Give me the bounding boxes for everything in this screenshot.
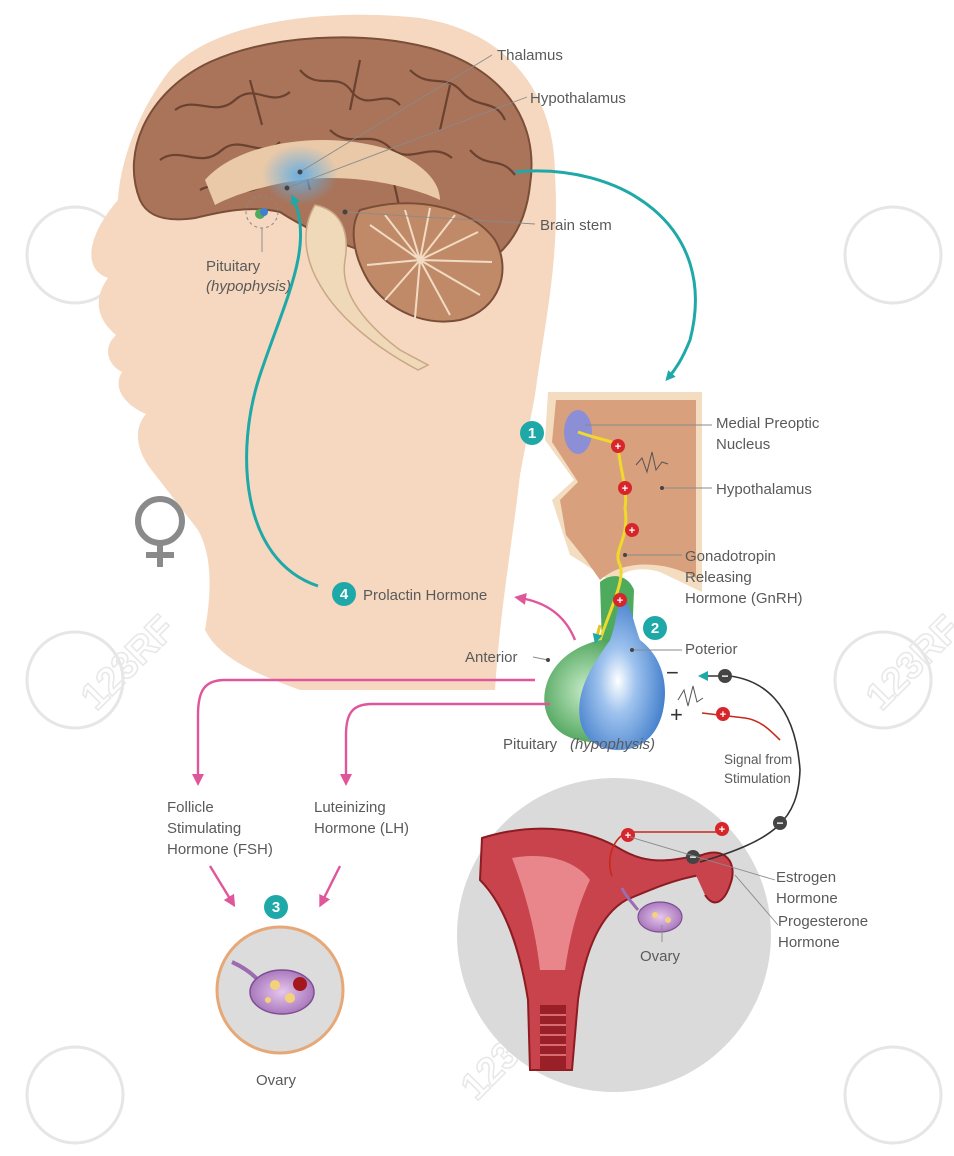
fsh-label-3: Hormone (FSH): [167, 841, 273, 858]
svg-text:−: −: [689, 850, 696, 864]
svg-text:−: −: [721, 669, 728, 683]
signal-label-2: Stimulation: [724, 771, 791, 786]
female-symbol-icon: [138, 499, 182, 567]
signal-label-1: Signal from: [724, 752, 792, 767]
medial-preoptic-label-2: Nucleus: [716, 436, 770, 453]
svg-text:4: 4: [340, 586, 349, 603]
fsh-label-2: Stimulating: [167, 820, 241, 837]
step-badge-3: 3: [264, 895, 288, 919]
svg-text:+: +: [625, 830, 631, 842]
hypothalamus-dot: [285, 186, 290, 191]
progesterone-label-2: Hormone: [778, 934, 840, 951]
minus-sign: −: [666, 660, 679, 685]
estrogen-label-1: Estrogen: [776, 869, 836, 886]
fsh-label-1: Follicle: [167, 799, 214, 816]
prolactin-arrow: [520, 598, 575, 640]
thalamus-label: Thalamus: [497, 47, 563, 64]
brain-stem-dot: [343, 210, 348, 215]
svg-text:+: +: [622, 483, 628, 495]
ovary-left-label: Ovary: [256, 1072, 297, 1089]
svg-text:+: +: [615, 441, 621, 453]
watermark-stamp: [845, 1047, 941, 1143]
gnrh-label-2: Releasing: [685, 569, 752, 586]
prolactin-label: Prolactin Hormone: [363, 587, 487, 604]
anterior-label: Anterior: [465, 649, 518, 666]
step-badge-4: 4: [332, 582, 356, 606]
lh-to-ovary-arrow: [322, 866, 340, 902]
pituitary-bottom-label: Pituitary: [503, 736, 558, 753]
lh-label-1: Luteinizing: [314, 799, 386, 816]
brain-stem-label: Brain stem: [540, 217, 612, 234]
fsh-arrow: [198, 680, 535, 780]
thalamus-region: [262, 145, 338, 205]
ovary-right-label: Ovary: [640, 948, 681, 965]
svg-text:2: 2: [651, 620, 659, 637]
plus-sign: +: [670, 702, 683, 727]
progesterone-label-1: Progesterone: [778, 913, 868, 930]
hypothalamus-mid-label: Hypothalamus: [716, 481, 812, 498]
svg-text:+: +: [720, 709, 726, 721]
watermark-stamp: [845, 207, 941, 303]
lh-label-2: Hormone (LH): [314, 820, 409, 837]
hypophysis-top-label: (hypophysis): [206, 278, 291, 295]
gnrh-label-3: Hormone (GnRH): [685, 590, 803, 607]
thalamus-dot: [298, 170, 303, 175]
watermark-text: 123RF: [858, 608, 954, 718]
svg-text:+: +: [629, 525, 635, 537]
svg-text:1: 1: [528, 425, 536, 442]
gnrh-label-1: Gonadotropin: [685, 548, 776, 565]
watermark-text: 123RF: [73, 608, 183, 718]
poterior-label: Poterior: [685, 641, 738, 658]
svg-text:−: −: [776, 816, 783, 830]
svg-text:3: 3: [272, 899, 280, 916]
watermark-stamp: [27, 1047, 123, 1143]
fsh-to-ovary-arrow: [210, 866, 232, 902]
svg-text:+: +: [719, 824, 725, 836]
medial-preoptic-label-1: Medial Preoptic: [716, 415, 820, 432]
hypophysis-bottom-label: (hypophysis): [570, 736, 655, 753]
estrogen-label-2: Hormone: [776, 890, 838, 907]
hypothalamus-top-label: Hypothalamus: [530, 90, 626, 107]
ovary-left-circle: [217, 927, 343, 1053]
step-badge-1: 1: [520, 421, 544, 445]
pituitary-top-label: Pituitary: [206, 258, 261, 275]
svg-text:+: +: [617, 595, 623, 607]
step-badge-2: 2: [643, 616, 667, 640]
